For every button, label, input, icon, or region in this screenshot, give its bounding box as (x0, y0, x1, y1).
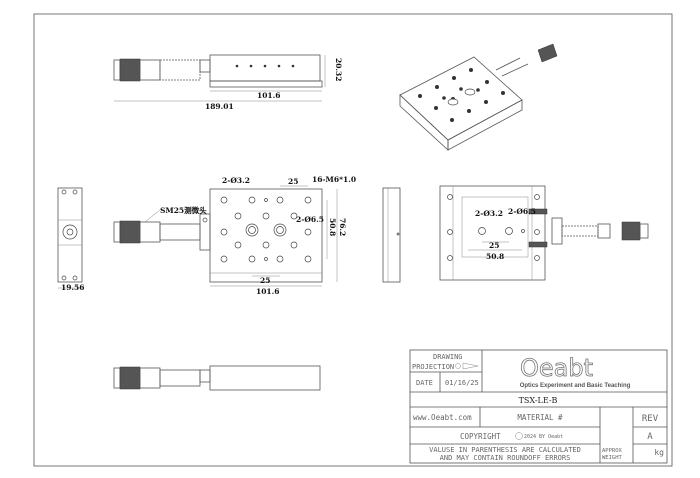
copyright-symbol-icon (515, 432, 523, 440)
weight-label: WEIGHT (602, 455, 623, 461)
side-view: 19.56 (57, 187, 85, 292)
lower-view (113, 365, 321, 391)
micrometer-knob-icon (621, 221, 641, 241)
micrometer-knob-icon (119, 366, 141, 390)
dim-outer-height: 76.2 (338, 218, 347, 236)
approx-label: APPROX (602, 448, 623, 454)
end-view (382, 187, 401, 283)
drawing-label: DRAWING (433, 353, 463, 361)
dim-top-overall: 189.01 (205, 102, 234, 111)
logo-tagline: Optics Experiment and Basic Teaching (520, 383, 631, 389)
dim-inner-height: 50.8 (328, 218, 337, 236)
drawing-border (33, 13, 673, 467)
logo: Oeabt (520, 354, 593, 382)
micrometer-knob-icon (119, 58, 141, 82)
note-line-2: AND MAY CONTAIN ROUNDOFF ERRORS (440, 454, 571, 462)
projection-symbol-icon (455, 362, 479, 370)
label-large-hole: 2-Ø6.5 (296, 215, 324, 224)
bottom-view: 2-Ø3.2 2-Ø6.5 25 50.8 (439, 185, 649, 281)
note-line-1: VALUSE IN PARENTHESIS ARE CALCULATED (429, 446, 581, 454)
label-thread: 16-M6*1.0 (312, 175, 356, 184)
dim-bottom-width: 50.8 (486, 252, 504, 261)
weight-unit: kg (654, 448, 664, 457)
title-block: DRAWING PROJECTION DATE 01/16/25 Oeabt O… (409, 349, 668, 464)
copyright-year: 2024 BY Oeabt (524, 434, 563, 440)
dim-top-height: 20.32 (334, 58, 343, 82)
copyright-label: COPYRIGHT (460, 432, 501, 441)
dim-top-width: 101.6 (257, 91, 281, 100)
projection-label: PROJECTION (412, 363, 454, 371)
dim-side-width: 19.56 (61, 283, 85, 292)
label-micrometer: SM25测微头 (160, 205, 207, 215)
dim-pitch-top: 25 (288, 177, 298, 186)
micrometer-knob-icon (119, 220, 141, 244)
part-number: TSX-LE-B (519, 396, 558, 405)
website: www.Oeabt.com (413, 413, 472, 422)
label-bottom-small-hole: 2-Ø3.2 (475, 209, 503, 218)
material-label: MATERIAL # (517, 413, 563, 422)
front-view: 2-Ø3.2 25 16-M6*1.0 2-Ø6.5 SM25测微头 50.8 … (113, 175, 356, 296)
date-label: DATE (416, 379, 433, 387)
top-view: 101.6 189.01 20.32 (113, 54, 343, 111)
dim-bottom-pitch: 25 (489, 241, 499, 250)
dim-front-width: 101.6 (256, 287, 280, 296)
label-bottom-large-hole: 2-Ø6.5 (508, 207, 536, 216)
rev-value: A (647, 432, 653, 442)
dim-pitch-bottom: 25 (260, 276, 270, 285)
rev-label: REV (642, 414, 659, 424)
isometric-view (399, 43, 558, 151)
date-value: 01/16/25 (445, 379, 479, 387)
label-small-hole: 2-Ø3.2 (222, 176, 250, 185)
